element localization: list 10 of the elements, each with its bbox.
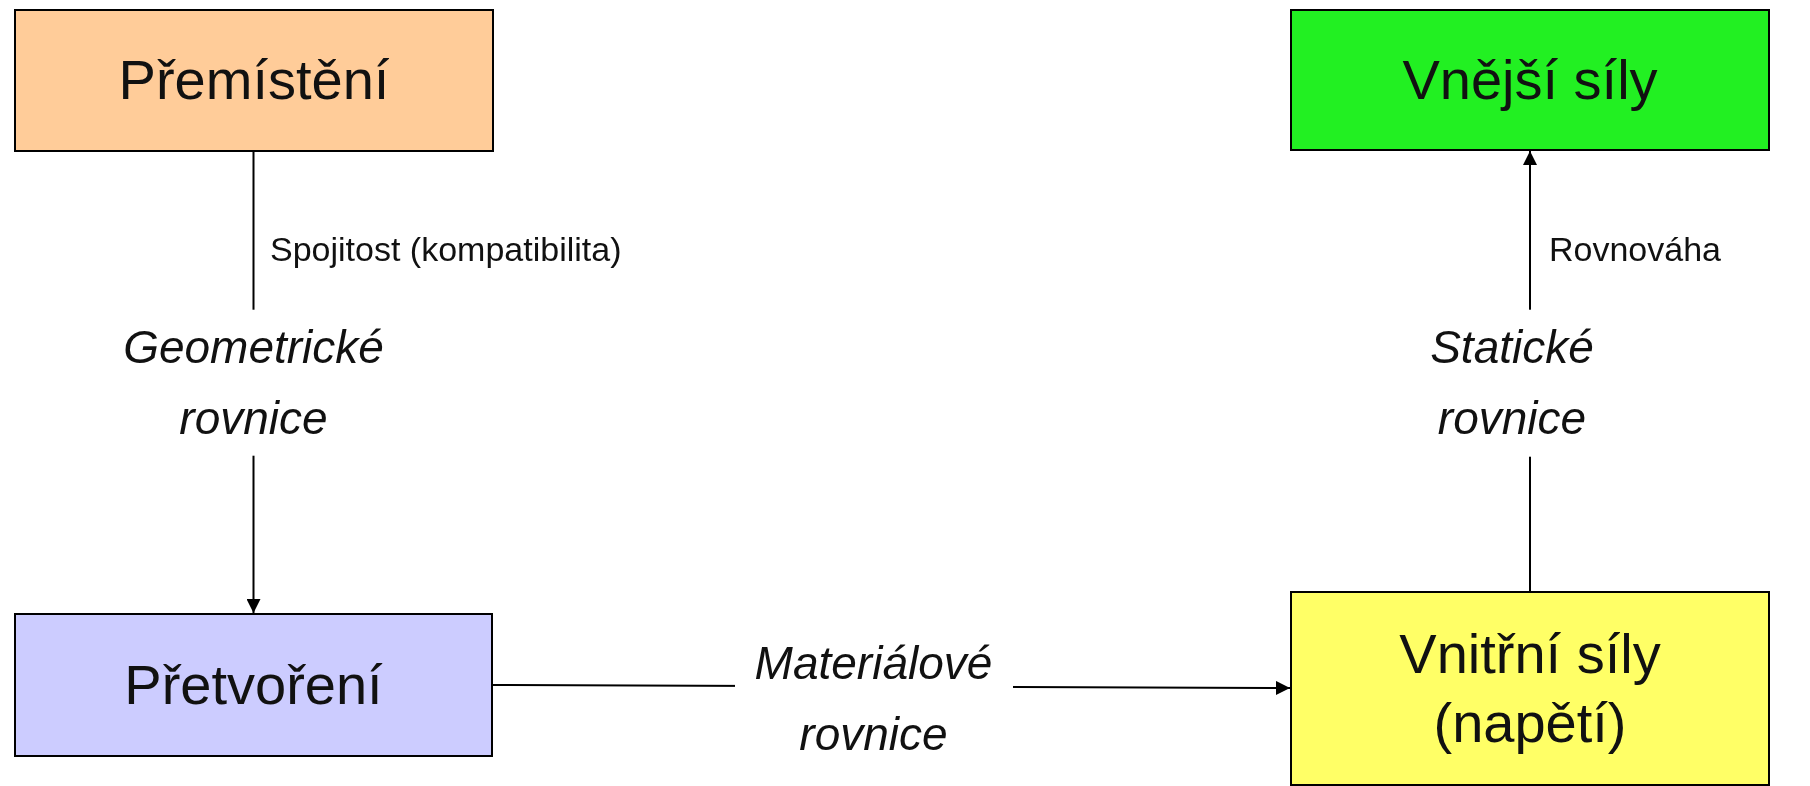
- process-box: [1290, 591, 1770, 786]
- note-text: Spojitost (kompatibilita): [270, 230, 622, 269]
- process-box: [1290, 9, 1770, 151]
- box-label: Vnější síly: [1402, 46, 1658, 113]
- box-label: Přetvoření: [124, 651, 383, 718]
- process-box: [14, 613, 493, 757]
- box-label: Přemístění: [118, 47, 390, 114]
- process-box: [14, 9, 494, 152]
- box-label: Vnitřní síly (napětí): [1398, 621, 1662, 756]
- note-text: Rovnováha: [1549, 230, 1721, 269]
